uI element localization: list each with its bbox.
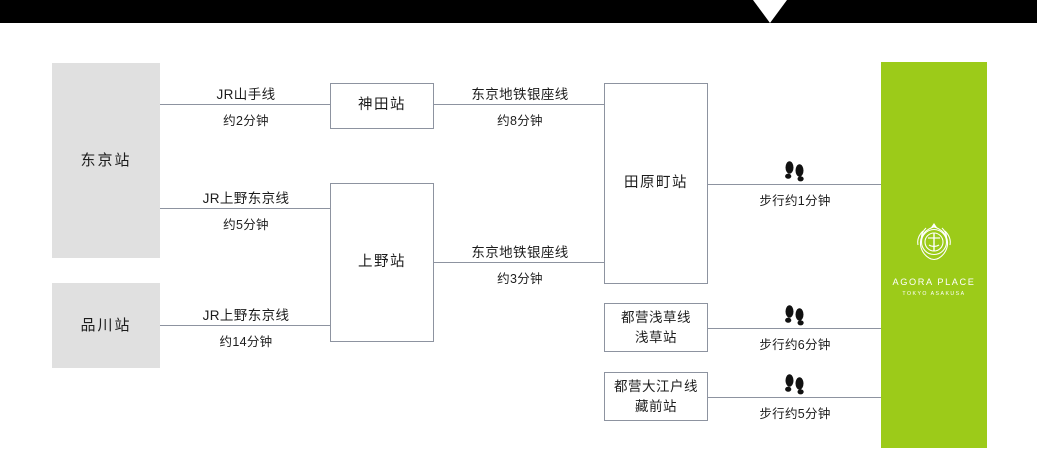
station-label-tawaramachi: 田原町站 xyxy=(624,174,688,191)
triangle-notch-icon xyxy=(753,0,787,23)
walk-text-asakusa: 步行约6分钟 xyxy=(759,334,830,353)
station-line-kuramae: 都营大江户线 xyxy=(614,378,698,394)
station-box-kuramae[interactable]: 都营大江户线 藏前站 xyxy=(604,372,708,421)
edge-time-shinagawa-ueno: 约14分钟 xyxy=(220,331,273,350)
walk-group-tawaramachi xyxy=(781,160,809,182)
walk-duration: 步行约5分钟 xyxy=(759,407,831,421)
footprints-icon xyxy=(781,160,809,182)
connector-kuramae-hotel xyxy=(708,397,882,398)
connector-tokyo-kanda xyxy=(160,104,331,105)
connector-ueno-tawaramachi xyxy=(434,262,605,263)
walk-duration: 步行约1分钟 xyxy=(759,194,831,208)
station-label-shinagawa: 品川站 xyxy=(80,316,132,334)
edge-line-name: 东京地铁银座线 xyxy=(471,245,569,260)
station-name-kuramae: 藏前站 xyxy=(635,398,677,414)
edge-time-value: 约3分钟 xyxy=(497,272,543,286)
destination-panel[interactable]: AGORA PLACE TOKYO ASAKUSA xyxy=(881,62,987,448)
edge-label-shinagawa-ueno: JR上野东京线 xyxy=(203,304,290,324)
walk-text-kuramae: 步行约5分钟 xyxy=(759,403,830,422)
edge-label-tokyo-kanda: JR山手线 xyxy=(217,83,276,103)
connector-kanda-tawaramachi xyxy=(434,104,605,105)
walk-group-asakusa xyxy=(781,304,809,326)
edge-time-value: 约8分钟 xyxy=(497,114,543,128)
edge-line-name: JR山手线 xyxy=(216,87,276,102)
connector-asakusa-hotel xyxy=(708,328,882,329)
edge-time-kanda-tawaramachi: 约8分钟 xyxy=(497,110,543,129)
edge-time-tokyo-ueno: 约5分钟 xyxy=(223,214,269,233)
station-box-tokyo[interactable]: 东京站 xyxy=(52,63,160,258)
walk-text-tawaramachi: 步行约1分钟 xyxy=(759,190,830,209)
edge-time-tokyo-kanda: 约2分钟 xyxy=(223,110,269,129)
edge-label-tokyo-ueno: JR上野东京线 xyxy=(203,187,290,207)
walk-group-kuramae xyxy=(781,373,809,395)
station-label-kanda: 神田站 xyxy=(358,97,406,114)
top-black-bar xyxy=(0,0,1037,23)
hotel-name: AGORA PLACE xyxy=(892,276,976,287)
connector-tokyo-ueno xyxy=(160,208,331,209)
edge-line-name: 东京地铁银座线 xyxy=(471,87,569,102)
edge-line-name: JR上野东京线 xyxy=(202,308,290,323)
station-box-asakusa[interactable]: 都营浅草线 浅草站 xyxy=(604,303,708,352)
footprints-icon xyxy=(781,373,809,395)
footprints-icon xyxy=(781,304,809,326)
edge-time-ueno-tawaramachi: 约3分钟 xyxy=(497,268,543,287)
station-line-asakusa: 都营浅草线 xyxy=(621,309,691,325)
hotel-sub: TOKYO ASAKUSA xyxy=(902,290,966,297)
edge-time-value: 约2分钟 xyxy=(223,114,269,128)
edge-line-name: JR上野东京线 xyxy=(202,191,290,206)
station-box-kanda[interactable]: 神田站 xyxy=(330,83,434,129)
connector-shinagawa-ueno xyxy=(160,325,331,326)
hotel-logo: AGORA PLACE TOKYO ASAKUSA xyxy=(893,214,976,297)
edge-time-value: 约14分钟 xyxy=(219,335,273,349)
station-box-tawaramachi[interactable]: 田原町站 xyxy=(604,83,708,284)
crest-icon xyxy=(908,214,960,271)
station-box-shinagawa[interactable]: 品川站 xyxy=(52,283,160,368)
connector-tawaramachi-hotel xyxy=(708,184,882,185)
edge-label-kanda-tawaramachi: 东京地铁银座线 xyxy=(471,83,568,103)
station-box-ueno[interactable]: 上野站 xyxy=(330,183,434,342)
station-name-asakusa: 浅草站 xyxy=(635,329,677,345)
edge-label-ueno-tawaramachi: 东京地铁银座线 xyxy=(471,241,568,261)
edge-time-value: 约5分钟 xyxy=(223,218,269,232)
station-label-tokyo: 东京站 xyxy=(80,151,132,169)
station-label-ueno: 上野站 xyxy=(358,253,406,270)
walk-duration: 步行约6分钟 xyxy=(759,338,831,352)
